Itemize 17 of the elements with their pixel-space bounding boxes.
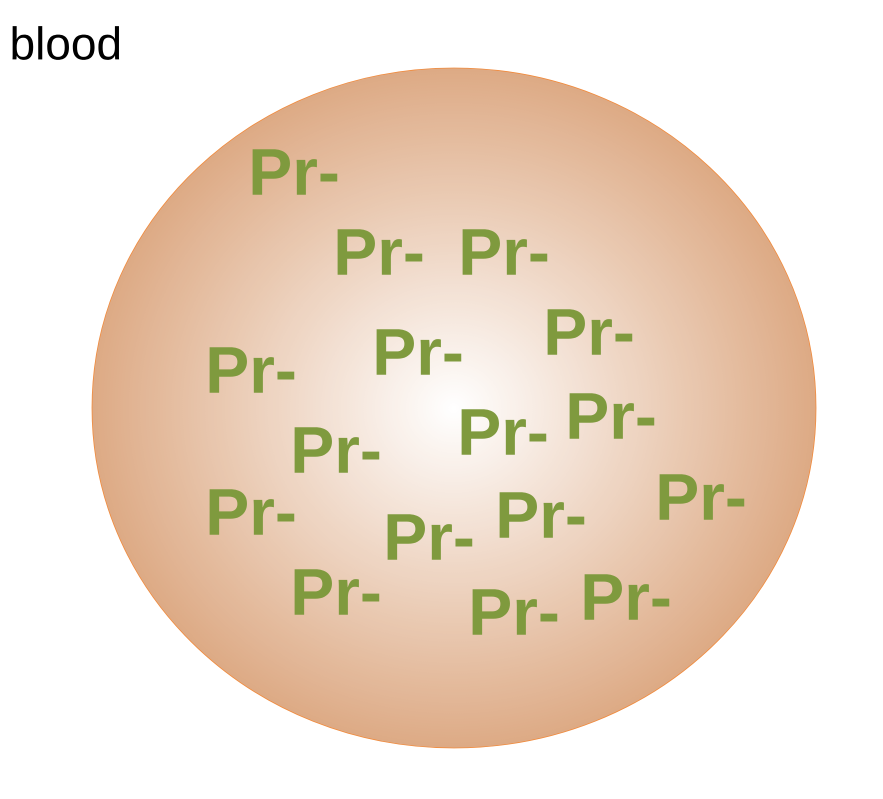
protein-label: Pr- <box>294 427 380 473</box>
protein-label: Pr- <box>252 149 338 195</box>
protein-label: Pr- <box>500 492 584 538</box>
title: blood <box>12 26 120 60</box>
protein-label: Pr- <box>462 229 548 275</box>
protein-label: Pr- <box>660 474 744 520</box>
protein-label: Pr- <box>472 589 558 635</box>
protein-label: Pr- <box>376 329 462 375</box>
protein-label: Pr- <box>210 489 294 535</box>
protein-label: Pr- <box>294 569 380 615</box>
protein-label: Pr- <box>338 229 422 275</box>
protein-label: Pr- <box>210 347 294 393</box>
protein-label: Pr- <box>388 514 472 560</box>
protein-label: Pr- <box>570 393 654 439</box>
protein-label: Pr- <box>462 409 546 455</box>
protein-label: Pr- <box>584 574 670 620</box>
protein-label: Pr- <box>548 309 632 355</box>
